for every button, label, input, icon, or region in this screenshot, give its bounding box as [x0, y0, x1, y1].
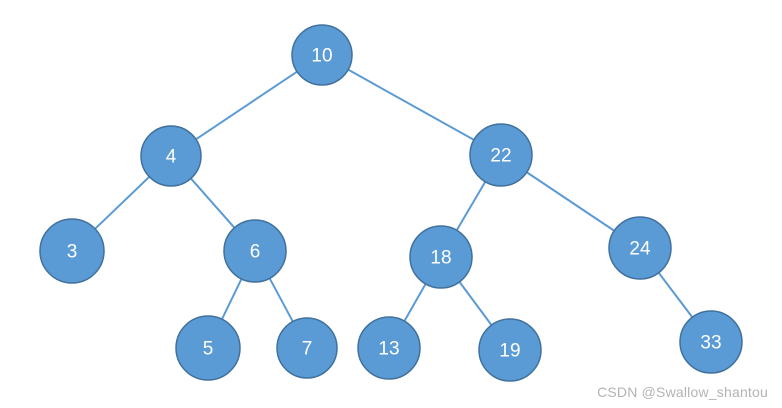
- node-circle-7[interactable]: [276, 317, 338, 379]
- tree-node-13[interactable]: 13: [357, 316, 421, 380]
- node-circle-22[interactable]: [469, 123, 533, 187]
- tree-edge-22-to-24: [525, 171, 616, 232]
- tree-node-4[interactable]: 4: [140, 125, 202, 187]
- tree-edge-22-to-18: [455, 180, 487, 232]
- tree-node-10[interactable]: 10: [291, 24, 353, 86]
- tree-edge-10-to-4: [194, 70, 299, 141]
- node-circle-33[interactable]: [679, 310, 743, 374]
- tree-edge-4-to-3: [94, 175, 151, 230]
- tree-node-7[interactable]: 7: [276, 317, 338, 379]
- node-circle-18[interactable]: [409, 225, 473, 289]
- tree-node-33[interactable]: 33: [679, 310, 743, 374]
- node-circle-4[interactable]: [140, 125, 202, 187]
- tree-edge-24-to-33: [657, 271, 694, 319]
- node-circle-3[interactable]: [39, 218, 105, 284]
- tree-node-6[interactable]: 6: [223, 219, 287, 283]
- node-circle-6[interactable]: [223, 219, 287, 283]
- node-circle-10[interactable]: [291, 24, 353, 86]
- tree-edge-10-to-22: [347, 68, 475, 141]
- watermark-text: CSDN @Swallow_shantou: [597, 384, 768, 400]
- node-circle-5[interactable]: [175, 315, 241, 381]
- node-circle-19[interactable]: [478, 318, 542, 382]
- node-circle-13[interactable]: [357, 316, 421, 380]
- tree-edge-18-to-19: [458, 280, 493, 327]
- node-circle-24[interactable]: [608, 216, 672, 280]
- tree-edge-6-to-7: [268, 277, 294, 323]
- tree-edge-4-to-6: [189, 177, 236, 229]
- tree-node-5[interactable]: 5: [175, 315, 241, 381]
- tree-edge-6-to-5: [220, 277, 243, 321]
- tree-node-18[interactable]: 18: [409, 225, 473, 289]
- tree-node-24[interactable]: 24: [608, 216, 672, 280]
- tree-edges-group: [94, 68, 694, 327]
- tree-node-3[interactable]: 3: [39, 218, 105, 284]
- tree-node-22[interactable]: 22: [469, 123, 533, 187]
- tree-edge-18-to-13: [403, 282, 427, 323]
- tree-node-19[interactable]: 19: [478, 318, 542, 382]
